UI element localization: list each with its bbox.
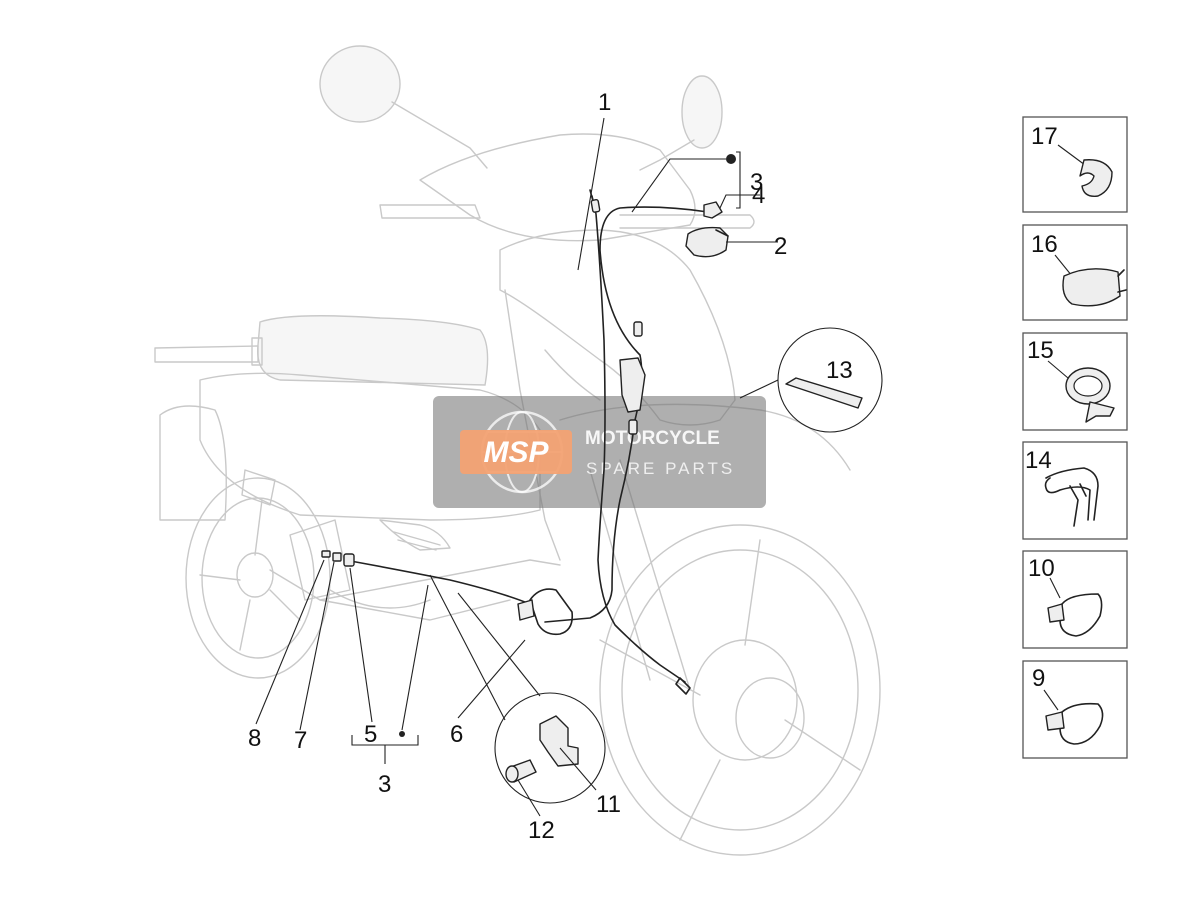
watermark-line2: SPARE PARTS (586, 459, 735, 478)
box-17-label: 17 (1031, 123, 1058, 150)
box-9-label: 9 (1032, 665, 1045, 692)
leader-lines (255, 117, 779, 817)
callout-3-top: 3 (750, 169, 763, 196)
callouts: 1 2 3 4 13 6 8 7 5 3 11 12 (248, 89, 853, 844)
box-17: 17 (1022, 116, 1128, 213)
callout-6: 6 (450, 721, 463, 748)
callout-1: 1 (598, 89, 611, 116)
end-8 (321, 550, 331, 558)
end-5 (343, 553, 355, 567)
side-panel: 17 16 15 14 (1022, 116, 1128, 759)
bracket-11 (539, 715, 579, 767)
callout-13: 13 (826, 357, 853, 384)
box-14: 14 (1022, 441, 1128, 540)
loop-clip (529, 588, 574, 636)
box-10-label: 10 (1028, 555, 1055, 582)
cable-6 (344, 559, 531, 605)
box-10: 10 (1022, 550, 1128, 649)
box-14-label: 14 (1025, 447, 1052, 474)
callout-2: 2 (774, 233, 787, 260)
callout-8: 8 (248, 725, 261, 752)
strip-13 (785, 377, 863, 409)
cable-1 (591, 195, 686, 683)
watermark-logo: MSP (483, 436, 549, 469)
callout-5: 5 (364, 721, 377, 748)
box-15: 15 (1022, 332, 1128, 431)
parts (321, 189, 883, 804)
callout-11: 11 (596, 791, 621, 818)
watermark-logo-badge (460, 430, 572, 474)
box-15-label: 15 (1027, 337, 1054, 364)
cap-2 (685, 226, 729, 258)
end-7 (332, 552, 342, 562)
callout-12: 12 (528, 817, 555, 844)
callout-7: 7 (294, 727, 307, 754)
callout-3-bottom: 3 (378, 771, 391, 798)
box-16-label: 16 (1031, 231, 1058, 258)
box-9: 9 (1022, 660, 1128, 759)
detail-circle-lower (494, 692, 606, 804)
box-16: 16 (1022, 224, 1128, 321)
callout-4: 4 (752, 182, 765, 209)
watermark: MSP MOTORCYCLE SPARE PARTS (433, 396, 766, 508)
watermark-line1: MOTORCYCLE (585, 428, 720, 449)
clamp-4 (703, 201, 723, 219)
